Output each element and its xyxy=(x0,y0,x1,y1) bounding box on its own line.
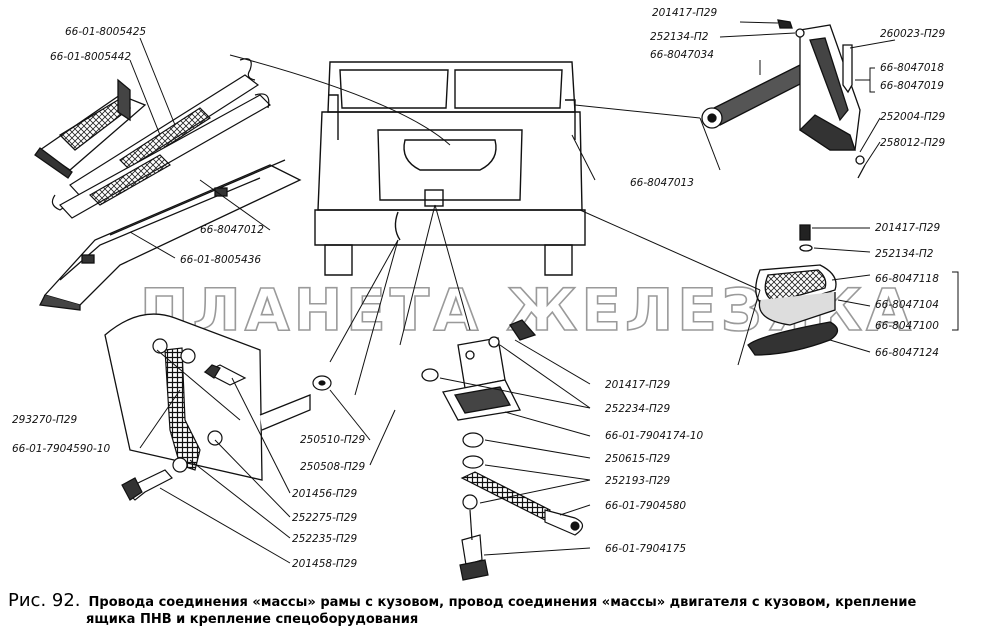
label-66-01-8005436: 66-01-8005436 xyxy=(180,254,261,266)
label-66-8047100: 66-8047100 xyxy=(875,320,939,332)
label-201417-top: 201417-П29 xyxy=(652,7,717,19)
label-66-8047013: 66-8047013 xyxy=(630,177,694,189)
label-250508: 250508-П29 xyxy=(300,461,365,473)
label-66-8047124: 66-8047124 xyxy=(875,347,939,359)
figure-caption: Рис. 92. Провода соединения «массы» рамы… xyxy=(8,590,998,627)
label-252004: 252004-П29 xyxy=(880,111,945,123)
bracket-66-01-8005436 xyxy=(39,159,302,311)
label-201456: 201456-П29 xyxy=(292,488,357,500)
label-252275: 252275-П29 xyxy=(292,512,357,524)
label-66-01-7904590-10: 66-01-7904590-10 xyxy=(12,443,111,455)
label-260023: 260023-П29 xyxy=(880,28,945,40)
label-252134-right: 252134-П2 xyxy=(875,248,934,260)
bolt-201456 xyxy=(203,364,247,386)
label-252134-top: 252134-П2 xyxy=(650,31,709,43)
figure-number: Рис. 92. xyxy=(8,590,81,611)
strap-lower xyxy=(59,93,271,219)
ground-strap-66-01-7904580 xyxy=(459,432,584,581)
label-66-01-7904175: 66-01-7904175 xyxy=(605,543,686,555)
label-66-8047012: 66-8047012 xyxy=(200,224,264,236)
label-250615: 250615-П29 xyxy=(605,453,670,465)
leader-lines xyxy=(129,21,959,564)
label-66-01-8005442: 66-01-8005442 xyxy=(50,51,131,63)
label-66-01-8005425: 66-01-8005425 xyxy=(65,26,146,38)
part-labels: 66-01-8005425 66-01-8005442 66-8047012 6… xyxy=(12,7,945,570)
caption-line-1: Провода соединения «массы» рамы с кузово… xyxy=(88,595,917,610)
label-293270: 293270-П29 xyxy=(12,414,77,426)
label-201458: 201458-П29 xyxy=(292,558,357,570)
label-66-01-7904580: 66-01-7904580 xyxy=(605,500,686,512)
label-66-8047034: 66-8047034 xyxy=(650,49,714,61)
vehicle-rear-view xyxy=(229,54,586,276)
label-250510: 250510-П29 xyxy=(300,434,365,446)
label-66-01-7904174-10: 66-01-7904174-10 xyxy=(605,430,704,442)
nut-250510 xyxy=(312,375,332,391)
strap-upper xyxy=(51,58,260,211)
label-201417-center: 201417-П29 xyxy=(605,379,670,391)
lamp-66-8047118 xyxy=(747,224,839,356)
label-66-8047118: 66-8047118 xyxy=(875,273,939,285)
label-66-8047018: 66-8047018 xyxy=(880,62,944,74)
label-66-8047019: 66-8047019 xyxy=(880,80,944,92)
bracket-66-8047034 xyxy=(701,19,866,179)
jack-assembly xyxy=(34,78,147,179)
label-252235: 252235-П29 xyxy=(292,533,357,545)
label-252193: 252193-П29 xyxy=(605,475,670,487)
label-252234: 252234-П29 xyxy=(605,403,670,415)
bolt-201458 xyxy=(121,469,173,501)
label-258012: 258012-П29 xyxy=(880,137,945,149)
label-201417-right: 201417-П29 xyxy=(875,222,940,234)
label-66-8047104: 66-8047104 xyxy=(875,299,939,311)
caption-line-2: ящика ПНВ и крепление спецоборудования xyxy=(86,612,419,627)
ground-strap-66-01-7904590 xyxy=(152,338,223,473)
